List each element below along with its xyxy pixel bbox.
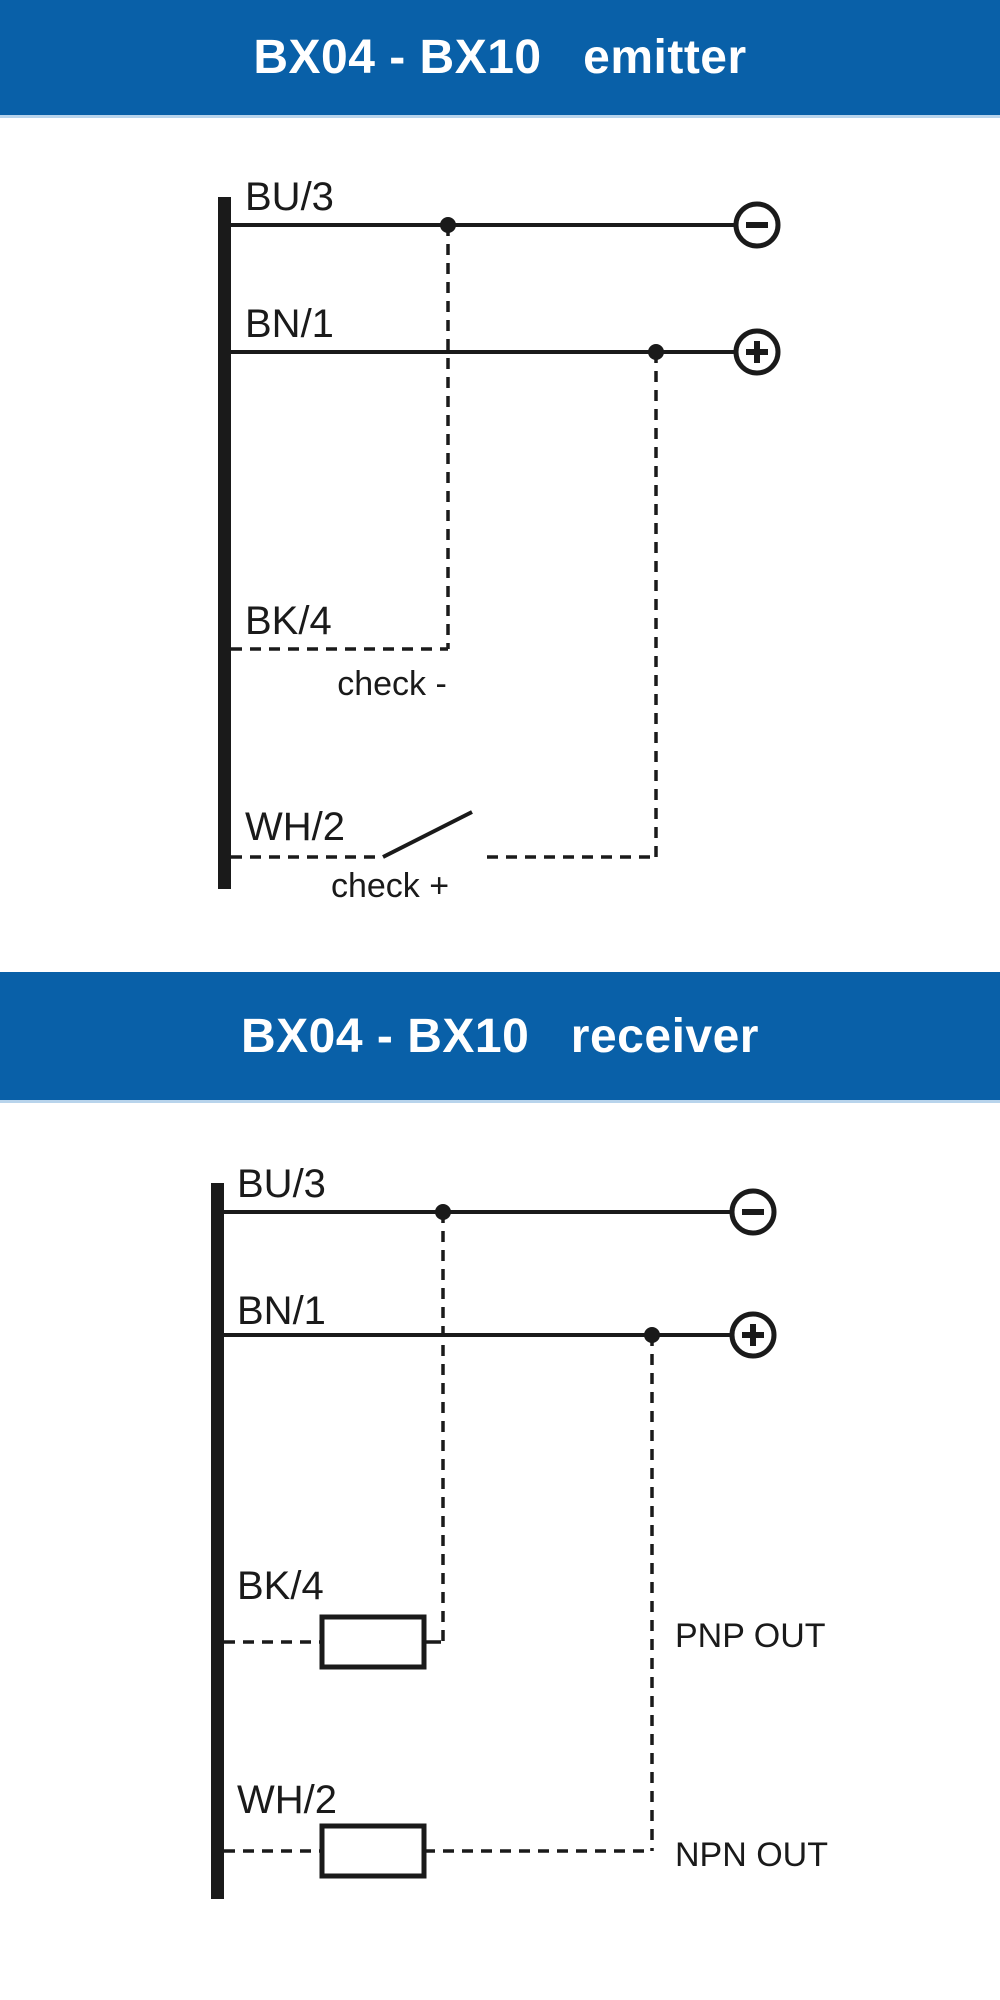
receiver-wire-bk4-label: BK/4 <box>237 1564 324 1608</box>
receiver-wire-bn1-label: BN/1 <box>237 1289 326 1333</box>
receiver-header: BX04 - BX10 receiver <box>0 972 1000 1103</box>
switch-blade <box>382 810 473 859</box>
negative-terminal-icon <box>729 1188 777 1236</box>
receiver-wire-bu3-label: BU/3 <box>237 1162 326 1206</box>
emitter-check-minus-label: check - <box>337 665 447 703</box>
emitter-header: BX04 - BX10 emitter <box>0 0 1000 118</box>
receiver-wiring-diagram: BU/3 BN/1 BK/4 PNP OUT WH/2 NPN OUT <box>211 1162 828 1899</box>
emitter-wiring-diagram: BU/3 BN/1 BK/4 check - WH/2 check + <box>218 175 781 905</box>
emitter-wire-wh2-label: WH/2 <box>245 805 345 849</box>
emitter-check-plus-label: check + <box>331 867 449 905</box>
emitter-supply-rail-bar <box>218 197 231 889</box>
emitter-wire-bn1-label: BN/1 <box>245 302 334 346</box>
positive-terminal-icon <box>729 1311 777 1359</box>
pnp-load-resistor-box <box>319 1614 427 1670</box>
negative-terminal-icon <box>733 201 781 249</box>
emitter-wire-bk4-label: BK/4 <box>245 599 332 643</box>
positive-terminal-icon <box>733 328 781 376</box>
emitter-title: BX04 - BX10 emitter <box>253 31 747 84</box>
pnp-out-label: PNP OUT <box>675 1617 826 1655</box>
receiver-supply-rail-bar <box>211 1183 224 1899</box>
npn-load-resistor-box <box>319 1823 427 1879</box>
receiver-title: BX04 - BX10 receiver <box>241 1009 759 1063</box>
emitter-wire-bu3-label: BU/3 <box>245 175 334 219</box>
npn-out-label: NPN OUT <box>675 1836 828 1874</box>
receiver-wire-wh2-label: WH/2 <box>237 1778 337 1822</box>
